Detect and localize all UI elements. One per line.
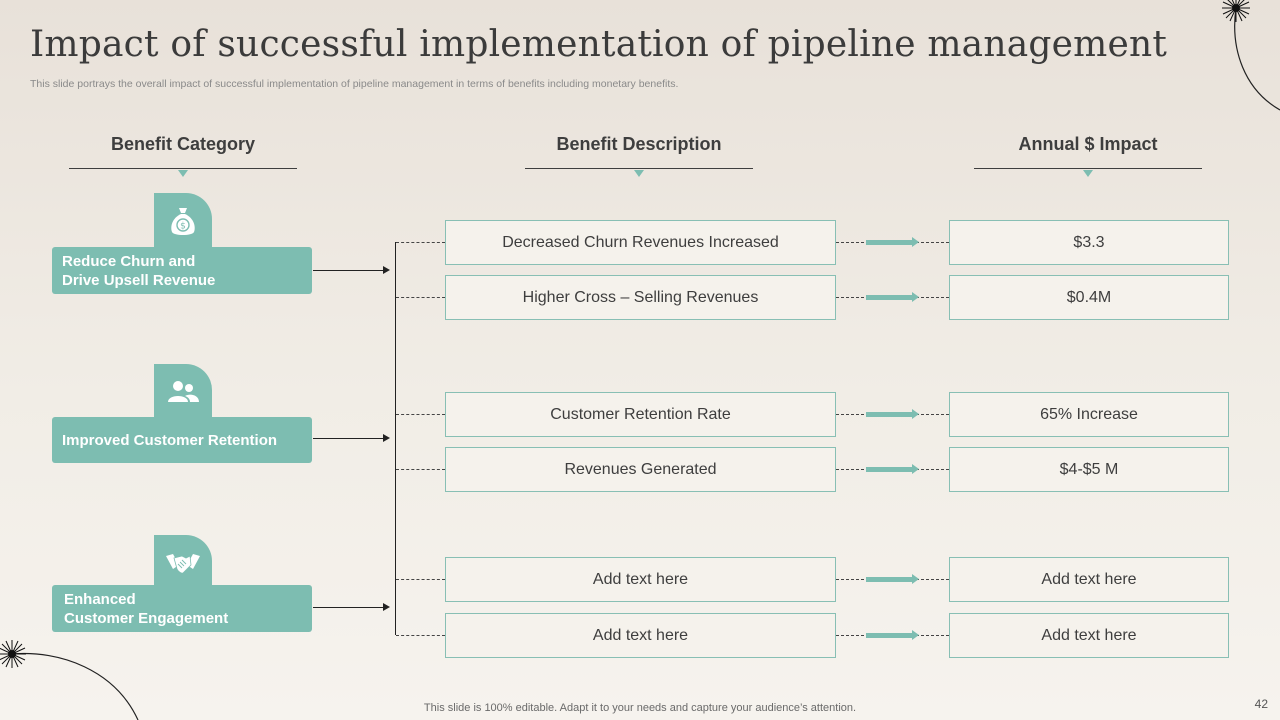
footer-note: This slide is 100% editable. Adapt it to… — [423, 702, 857, 714]
description-box: Customer Retention Rate — [445, 392, 836, 437]
category-box-customer-retention: Improved Customer Retention — [52, 417, 312, 463]
column-marker-impact — [1083, 170, 1093, 177]
top-right-decoration — [1222, 0, 1280, 111]
users-icon-tab — [154, 364, 212, 420]
description-box: Decreased Churn Revenues Increased — [445, 220, 836, 265]
category-label-line2: Customer Engagement — [64, 609, 229, 627]
money-bag-icon-tab: $ — [154, 193, 212, 249]
page-number: 42 — [1254, 697, 1268, 711]
page-subtitle: This slide portrays the overall impact o… — [30, 78, 679, 90]
category-label-line2: Drive Upsell Revenue — [62, 271, 216, 289]
category-box-reduce-churn: Reduce Churn and Drive Upsell Revenue — [52, 247, 312, 294]
users-icon — [168, 381, 199, 402]
category-arrow-1 — [313, 270, 383, 271]
column-underline-impact — [974, 168, 1202, 169]
column-header-impact: Annual $ Impact — [1018, 134, 1158, 154]
teal-arrow — [866, 464, 919, 474]
teal-arrow — [866, 630, 919, 640]
dashed-connector — [396, 414, 445, 415]
column-underline-category — [69, 168, 297, 169]
vertical-connector — [395, 242, 396, 635]
impact-box: Add text here — [949, 613, 1229, 658]
dashed-connector — [396, 579, 445, 580]
category-arrow-2 — [313, 438, 383, 439]
impact-box: $3.3 — [949, 220, 1229, 265]
category-label-line1: Reduce Churn and — [62, 252, 196, 270]
handshake-icon — [166, 554, 200, 574]
column-header-category: Benefit Category — [110, 134, 256, 154]
dashed-connector — [396, 635, 445, 636]
bottom-left-decoration — [0, 640, 139, 720]
category-arrowhead-3 — [383, 603, 390, 611]
impact-box: 65% Increase — [949, 392, 1229, 437]
handshake-icon-tab — [154, 535, 212, 591]
category-label-line1: Enhanced — [64, 590, 136, 608]
dashed-connector — [396, 297, 445, 298]
money-bag-icon: $ — [171, 208, 195, 235]
teal-arrow — [866, 292, 919, 302]
svg-text:$: $ — [180, 222, 186, 232]
dashed-connector — [396, 469, 445, 470]
page-title: Impact of successful implementation of p… — [30, 24, 1168, 65]
impact-box: $4-$5 M — [949, 447, 1229, 492]
category-label-line1: Improved Customer Retention — [62, 431, 278, 449]
teal-arrow — [866, 574, 919, 584]
column-underline-description — [525, 168, 753, 169]
description-box: Higher Cross – Selling Revenues — [445, 275, 836, 320]
category-box-customer-engagement: Enhanced Customer Engagement — [52, 585, 312, 632]
teal-arrow — [866, 409, 919, 419]
description-box: Add text here — [445, 613, 836, 658]
category-arrow-3 — [313, 607, 383, 608]
description-box: Add text here — [445, 557, 836, 602]
category-arrowhead-2 — [383, 434, 390, 442]
impact-box: $0.4M — [949, 275, 1229, 320]
column-header-description: Benefit Description — [556, 134, 722, 154]
column-marker-category — [178, 170, 188, 177]
description-box: Revenues Generated — [445, 447, 836, 492]
category-arrowhead-1 — [383, 266, 390, 274]
teal-arrow — [866, 237, 919, 247]
dashed-connector — [396, 242, 445, 243]
impact-box: Add text here — [949, 557, 1229, 602]
column-marker-description — [634, 170, 644, 177]
